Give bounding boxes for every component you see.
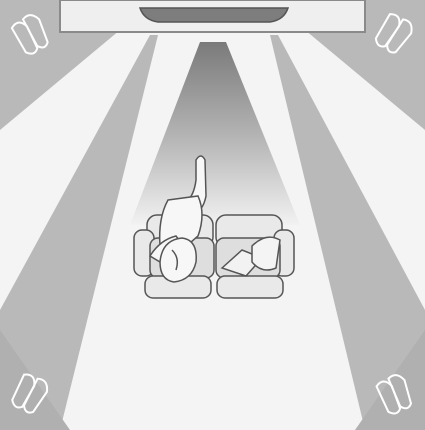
soundbar-icon [60, 0, 365, 32]
sofa-cushion-right [217, 276, 283, 298]
pillow-2 [252, 237, 280, 270]
